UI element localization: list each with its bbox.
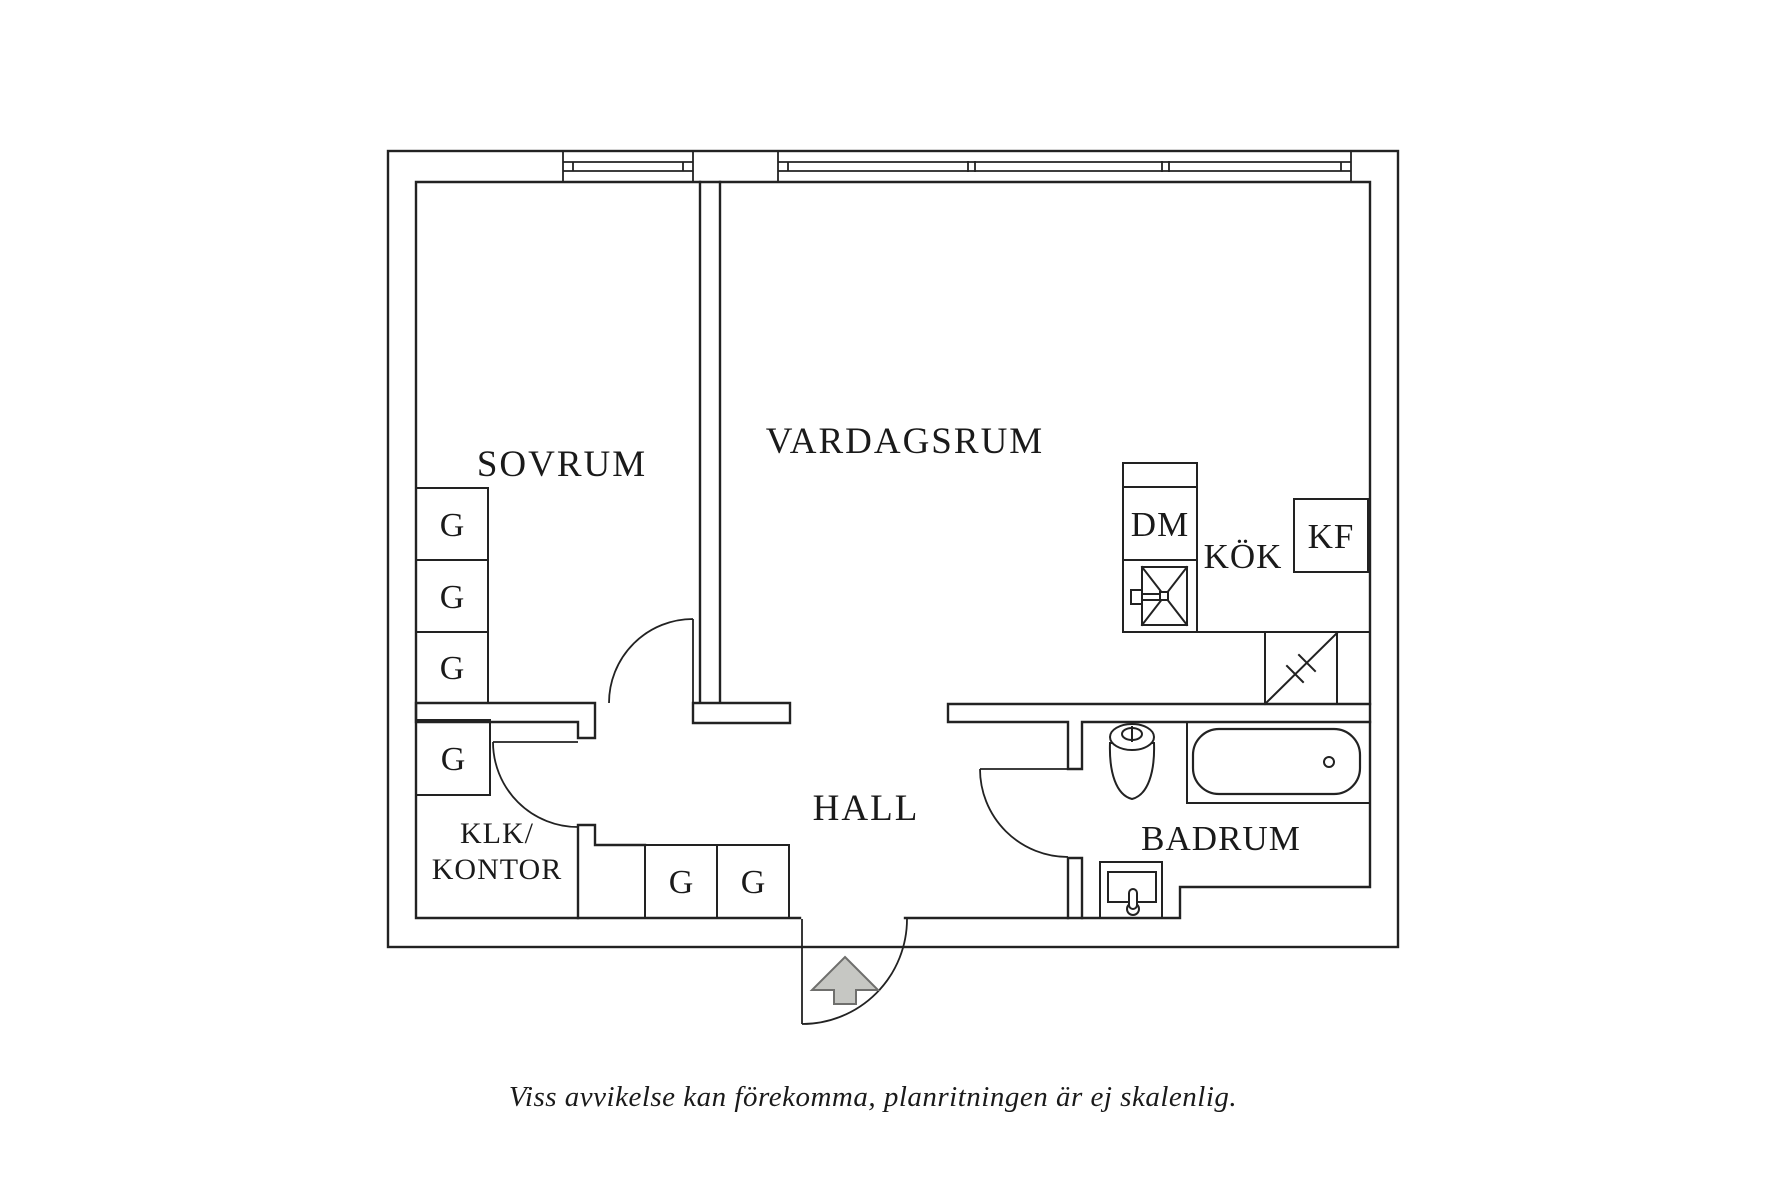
room-label-sovrum: SOVRUM bbox=[477, 444, 647, 485]
door-klk-kontor bbox=[492, 741, 579, 828]
room-label-kok: KÖK bbox=[1204, 537, 1283, 576]
appliance-label-dm: DM bbox=[1131, 505, 1189, 544]
wardrobe-label: G bbox=[440, 579, 465, 616]
washbasin-box bbox=[1099, 861, 1163, 919]
door-entry bbox=[801, 918, 908, 1025]
room-label-badrum: BADRUM bbox=[1141, 819, 1301, 858]
bathtub-icon bbox=[1191, 727, 1362, 796]
wardrobe-label: G bbox=[440, 507, 465, 544]
kitchen-fittings bbox=[1122, 462, 1371, 706]
bathtub-niche bbox=[1186, 721, 1371, 804]
room-label-klk-line2: KONTOR bbox=[432, 853, 562, 886]
disclaimer-caption: Viss avvikelse kan förekomma, planritnin… bbox=[509, 1081, 1237, 1113]
entry-arrow-icon bbox=[809, 955, 881, 1005]
wardrobe-label: G bbox=[669, 864, 694, 901]
wall-klk-kontor bbox=[576, 823, 647, 920]
wall-sovrum-vardagsrum bbox=[691, 180, 792, 725]
toilet-bowl-icon bbox=[1108, 742, 1156, 801]
door-badrum bbox=[979, 768, 1069, 858]
wardrobes-sovrum: G G G bbox=[415, 487, 489, 704]
wall-hall-kok-badrum bbox=[946, 702, 1372, 920]
faucet-handle-icon bbox=[1130, 589, 1143, 605]
stove-icon bbox=[1263, 631, 1339, 706]
wardrobe-box bbox=[415, 719, 491, 796]
outer-wall bbox=[386, 149, 1400, 949]
washbasin-faucet-icon bbox=[1128, 888, 1138, 910]
wardrobe-label: G bbox=[741, 864, 766, 901]
window-sovrum bbox=[562, 151, 694, 182]
wardrobes-hall: G G bbox=[644, 844, 790, 919]
wardrobe-klk: G bbox=[415, 719, 491, 796]
counter-divisions bbox=[1122, 486, 1198, 561]
faucet-base-icon bbox=[1159, 591, 1169, 601]
fridge-freezer-box bbox=[1293, 498, 1369, 573]
wardrobe-label: G bbox=[441, 741, 466, 778]
appliance-label-kf: KF bbox=[1308, 517, 1355, 556]
room-label-hall: HALL bbox=[813, 788, 920, 829]
room-label-klk-line1: KLK/ bbox=[460, 817, 534, 850]
window-vardagsrum bbox=[777, 151, 1352, 182]
room-label-vardagsrum: VARDAGSRUM bbox=[766, 421, 1044, 462]
wardrobe-box bbox=[415, 631, 489, 704]
bathroom-fittings bbox=[1099, 721, 1371, 919]
door-sovrum bbox=[608, 618, 694, 704]
wardrobe-label: G bbox=[440, 650, 465, 687]
wardrobe-box bbox=[716, 844, 790, 919]
bathtub-drain bbox=[1323, 756, 1335, 768]
